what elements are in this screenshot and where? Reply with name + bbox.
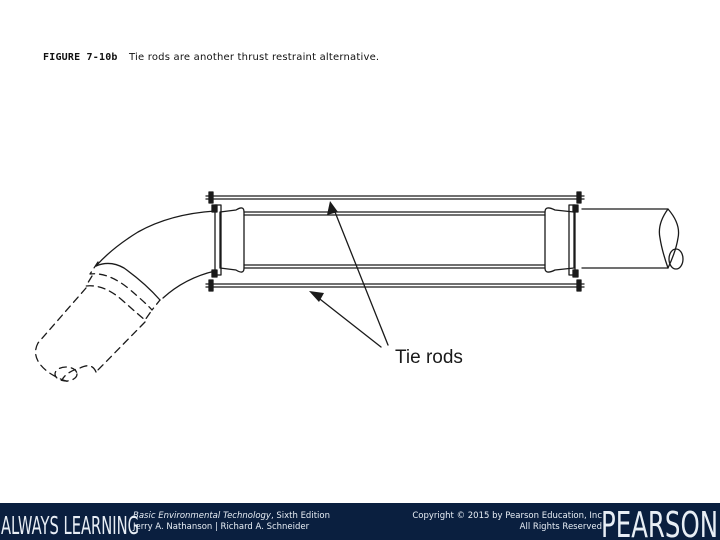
coupling-body <box>214 204 576 276</box>
arrowhead-top <box>327 201 338 215</box>
book-title: Basic Environmental Technology <box>133 511 271 521</box>
tie-rod-top <box>205 191 585 213</box>
pearson-logo: PEARSON <box>601 505 718 540</box>
always-learning-wordmark: ALWAYS LEARNING <box>1 511 139 540</box>
footer-bar: ALWAYS LEARNING Basic Environmental Tech… <box>0 503 720 540</box>
label-leaders <box>315 206 389 348</box>
arrowhead-bottom <box>309 291 324 302</box>
tie-rods-label: Tie rods <box>395 347 463 368</box>
bend-pipe <box>95 210 216 301</box>
figure-caption: FIGURE 7-10b Tie rods are another thrust… <box>43 52 379 63</box>
tie-rod-diagram: Tie rods <box>34 191 684 383</box>
copyright-block: Copyright © 2015 by Pearson Education, I… <box>412 511 602 533</box>
pearson-logo-text: PEARSON <box>601 505 718 540</box>
book-info: Basic Environmental Technology, Sixth Ed… <box>133 511 330 533</box>
book-edition: , Sixth Edition <box>270 511 330 521</box>
brand-left-text: ALWAYS LEARNING <box>1 511 139 540</box>
book-authors: Jerry A. Nathanson | Richard A. Schneide… <box>133 522 310 532</box>
tie-rod-bottom <box>205 269 585 292</box>
dashed-pipe <box>34 261 161 383</box>
rights-text: All Rights Reserved <box>519 522 602 532</box>
straight-pipe <box>581 208 684 270</box>
copyright-text: Copyright © 2015 by Pearson Education, I… <box>412 511 602 521</box>
caption-text: Tie rods are another thrust restraint al… <box>129 52 380 63</box>
figure-number: FIGURE 7-10b <box>43 52 118 63</box>
